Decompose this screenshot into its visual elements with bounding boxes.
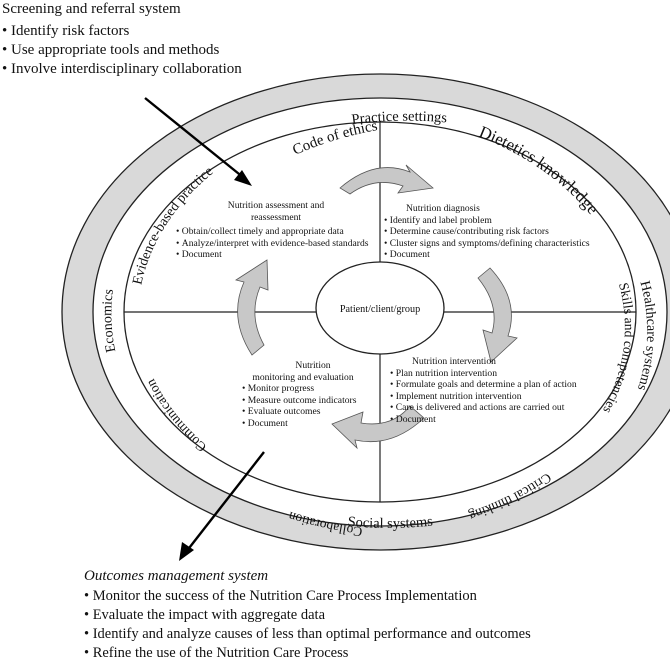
center-label: Patient/client/group [340,304,420,315]
screening-item: Identify risk factors [2,22,242,41]
outcomes-item: Identify and analyze causes of less than… [84,625,531,644]
monitoring-quadrant: Nutrition monitoring and evaluation Moni… [228,360,378,430]
outer-top-label: Practice settings [351,109,448,129]
right-arrow [477,267,518,363]
assessment-title-line2: reassessment [250,211,302,223]
intervention-item: Formulate goals and determine a plan of … [390,379,610,391]
monitoring-title: Nutrition [295,360,331,371]
monitoring-title-line2: monitoring and evaluation [252,371,354,383]
outcomes-item: Monitor the success of the Nutrition Car… [84,587,531,606]
intervention-item: Implement nutrition intervention [390,391,610,403]
screening-section: Screening and referral system Identify r… [2,0,242,79]
screening-title: Screening and referral system [2,1,181,17]
monitoring-item: Document [242,418,378,430]
diagnosis-item: Document [384,249,624,261]
intervention-item: Document [390,414,610,426]
top-arrow [339,164,434,195]
assessment-title: Nutrition assessment and [227,200,325,211]
outcomes-section: Outcomes management system Monitor the s… [84,567,531,663]
outcomes-title: Outcomes management system [84,568,269,584]
monitoring-item: Measure outcome indicators [242,395,378,407]
assessment-item: Analyze/interpret with evidence-based st… [176,238,376,250]
outcomes-item: Evaluate the impact with aggregate data [84,606,531,625]
screening-list: Identify risk factors Use appropriate to… [2,22,242,79]
outcomes-item: Refine the use of the Nutrition Care Pro… [84,644,531,663]
monitoring-list: Monitor progress Measure outcome indicat… [228,383,378,429]
diagnosis-title: Nutrition diagnosis [406,203,480,214]
diagnosis-list: Identify and label problem Determine cau… [384,215,624,261]
screening-item: Use appropriate tools and methods [2,41,242,60]
intervention-item: Plan nutrition intervention [390,368,610,380]
intervention-quadrant: Nutrition intervention Plan nutrition in… [390,356,610,426]
intervention-title: Nutrition intervention [412,356,496,367]
intervention-item: Care is delivered and actions are carrie… [390,402,610,414]
diagnosis-item: Determine cause/contributing risk factor… [384,226,624,238]
diagnosis-item: Identify and label problem [384,215,624,227]
screening-arrow [144,97,252,186]
assessment-item: Obtain/collect timely and appropriate da… [176,226,376,238]
assessment-quadrant: Nutrition assessment and reassessment Ob… [176,200,376,261]
outcomes-list: Monitor the success of the Nutrition Car… [84,587,531,663]
intervention-list: Plan nutrition intervention Formulate go… [390,368,610,426]
monitoring-item: Evaluate outcomes [242,406,378,418]
outcomes-arrow [179,451,265,561]
screening-item: Involve interdisciplinary collaboration [2,60,242,79]
diagnosis-quadrant: Nutrition diagnosis Identify and label p… [384,203,624,261]
outer-bottom-label: Social systems [347,513,434,531]
assessment-item: Document [176,249,376,261]
assessment-list: Obtain/collect timely and appropriate da… [176,226,376,261]
monitoring-item: Monitor progress [242,383,378,395]
center-ellipse [315,261,445,355]
diagnosis-item: Cluster signs and symptoms/defining char… [384,238,624,250]
outer-left-label: Economics [100,288,119,353]
